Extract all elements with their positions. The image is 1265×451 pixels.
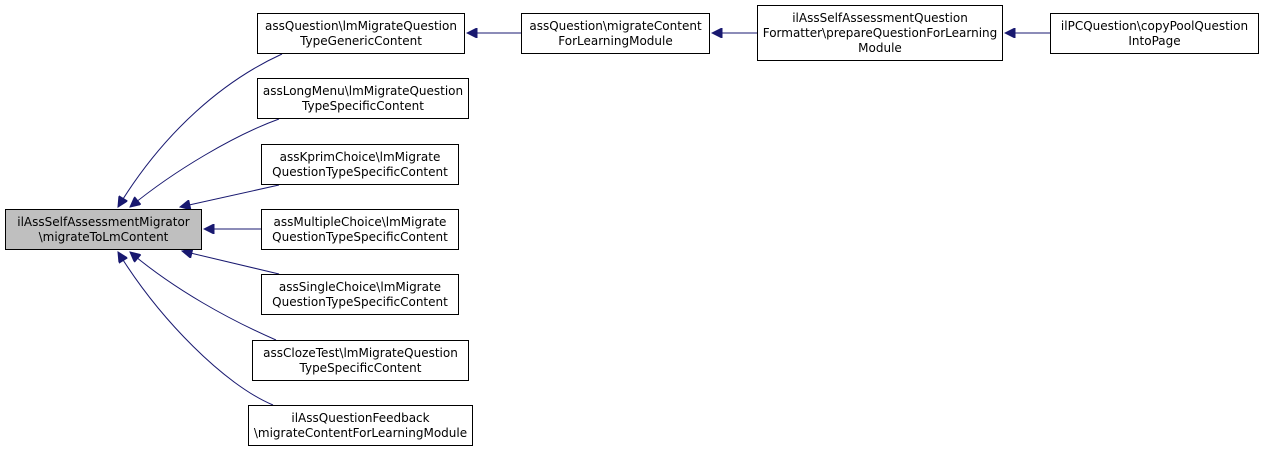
node-ilpcquestion-copy-pool[interactable]: ilPCQuestion\copyPoolQuestion IntoPage — [1050, 13, 1259, 54]
node-label-line: \migrateContentForLearningModule — [253, 425, 468, 440]
edge-single-to-root — [182, 251, 280, 275]
node-assquestion-migrate-content[interactable]: assQuestion\migrateContent ForLearningMo… — [521, 13, 710, 54]
node-root-migrate-to-lm-content: ilAssSelfAssessmentMigrator \migrateToLm… — [5, 209, 202, 250]
node-label-line: TypeSpecificContent — [299, 360, 422, 375]
node-label-line: QuestionTypeSpecificContent — [272, 294, 448, 309]
edge-kprim-to-root — [180, 184, 280, 207]
node-label-line: ilAssQuestionFeedback — [291, 410, 430, 425]
node-label-line: TypeSpecificContent — [302, 98, 424, 113]
node-asslongmenu-lm-migrate[interactable]: assLongMenu\lmMigrateQuestion TypeSpecif… — [257, 78, 469, 119]
node-label-line: Formatter\prepareQuestionForLearning — [762, 25, 998, 40]
node-label-line: assQuestion\migrateContent — [529, 18, 702, 33]
node-label-line: assKprimChoice\lmMigrate — [279, 149, 441, 164]
node-label-line: ilAssSelfAssessmentMigrator — [17, 214, 190, 229]
edge-cloze-to-root — [130, 252, 277, 341]
node-label-line: Module — [858, 40, 902, 55]
node-label-line: QuestionTypeSpecificContent — [272, 229, 448, 244]
node-label-line: assClozeTest\lmMigrateQuestion — [263, 345, 458, 360]
node-asskprimchoice-lm-migrate[interactable]: assKprimChoice\lmMigrate QuestionTypeSpe… — [261, 144, 459, 185]
edge-generic-to-root — [118, 53, 283, 207]
edge-longmenu-to-root — [130, 118, 280, 207]
node-label-line: ForLearningModule — [558, 33, 673, 48]
node-label-line: assLongMenu\lmMigrateQuestion — [262, 83, 464, 98]
node-label-line: ilAssSelfAssessmentQuestion — [792, 10, 968, 25]
node-asssinglechoice-lm-migrate[interactable]: assSingleChoice\lmMigrate QuestionTypeSp… — [261, 274, 459, 315]
node-question-formatter-prepare[interactable]: ilAssSelfAssessmentQuestion Formatter\pr… — [757, 5, 1003, 61]
node-label-line: assQuestion\lmMigrateQuestion — [265, 18, 457, 33]
node-label-line: \migrateToLmContent — [38, 229, 169, 244]
node-label-line: TypeGenericContent — [300, 33, 422, 48]
edge-feedback-to-root — [118, 252, 274, 406]
node-assclozetest-lm-migrate[interactable]: assClozeTest\lmMigrateQuestion TypeSpeci… — [252, 340, 469, 381]
node-assquestion-lm-migrate-generic[interactable]: assQuestion\lmMigrateQuestion TypeGeneri… — [257, 13, 465, 54]
node-label-line: QuestionTypeSpecificContent — [272, 164, 448, 179]
node-label-line: assSingleChoice\lmMigrate — [278, 279, 442, 294]
node-label-line: assMultipleChoice\lmMigrate — [273, 214, 447, 229]
node-label-line: IntoPage — [1128, 33, 1181, 48]
node-assmultiplechoice-lm-migrate[interactable]: assMultipleChoice\lmMigrate QuestionType… — [261, 209, 459, 250]
node-label-line: ilPCQuestion\copyPoolQuestion — [1060, 18, 1249, 33]
node-ilassquestionfeedback-migrate[interactable]: ilAssQuestionFeedback \migrateContentFor… — [248, 405, 473, 446]
